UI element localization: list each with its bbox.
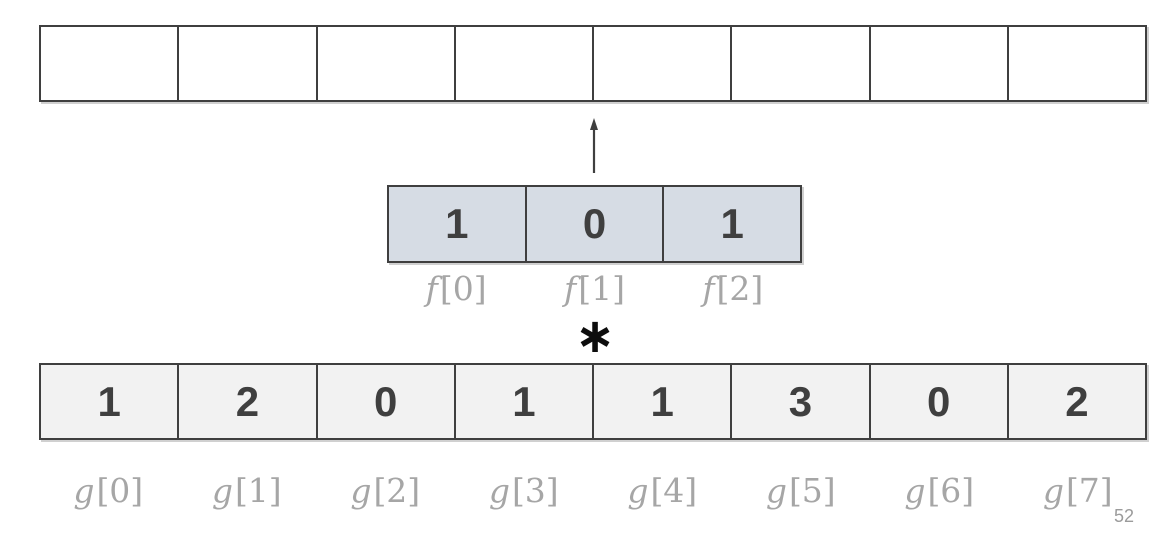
f-index: [1] [578, 269, 625, 308]
g-array: 1 2 0 1 1 3 0 2 [39, 363, 1147, 440]
g-label: g[6] [870, 472, 1009, 510]
g-label: g[0] [39, 472, 178, 510]
g-symbol: g [627, 471, 649, 510]
g-symbol: g [73, 471, 95, 510]
result-cell [594, 25, 733, 102]
g-label: g[3] [455, 472, 594, 510]
up-arrow-icon [590, 118, 598, 173]
g-symbol: g [1042, 471, 1064, 510]
g-cell: 3 [732, 363, 871, 440]
g-index: [6] [927, 471, 975, 510]
g-index: [0] [96, 471, 144, 510]
f-label: f[0] [387, 270, 525, 308]
g-label: g[1] [178, 472, 317, 510]
g-index: [5] [788, 471, 836, 510]
f-labels: f[0] f[1] f[2] [387, 270, 802, 308]
g-index: [7] [1065, 471, 1113, 510]
result-array [39, 25, 1147, 102]
f-cell: 0 [526, 185, 665, 263]
f-index: [2] [716, 269, 764, 308]
g-symbol: g [765, 471, 787, 510]
g-cell: 1 [455, 363, 594, 440]
result-cell [317, 25, 456, 102]
g-cell: 2 [1008, 363, 1147, 440]
f-label: f[1] [525, 270, 663, 308]
g-cell: 0 [870, 363, 1009, 440]
result-cell [39, 25, 180, 102]
g-index: [3] [511, 471, 559, 510]
g-cell: 2 [179, 363, 318, 440]
g-symbol: g [211, 471, 233, 510]
f-index: [0] [439, 269, 487, 308]
result-cell [455, 25, 594, 102]
result-cell [1008, 25, 1147, 102]
g-label: g[2] [316, 472, 455, 510]
g-index: [4] [650, 471, 698, 510]
g-symbol: g [904, 471, 926, 510]
g-labels: g[0] g[1] g[2] g[3] g[4] g[5] g[6] g[7] [39, 472, 1147, 510]
f-symbol: f [425, 269, 438, 308]
g-index: [1] [234, 471, 282, 510]
result-cell [870, 25, 1009, 102]
f-array: 1 0 1 [387, 185, 803, 263]
g-label: g[5] [732, 472, 871, 510]
g-label: g[7] [1009, 472, 1148, 510]
f-cell: 1 [664, 185, 803, 263]
g-label: g[4] [593, 472, 732, 510]
f-symbol: f [702, 269, 715, 308]
g-index: [2] [373, 471, 421, 510]
result-cell [732, 25, 871, 102]
f-symbol: f [564, 269, 577, 308]
page-number: 52 [1114, 506, 1135, 526]
f-cell: 1 [387, 185, 527, 263]
f-label: f[2] [664, 270, 802, 308]
convolution-operator-icon: ∗ [574, 308, 616, 364]
g-symbol: g [488, 471, 510, 510]
g-cell: 1 [594, 363, 733, 440]
result-cell [179, 25, 318, 102]
g-cell: 0 [317, 363, 456, 440]
g-cell: 1 [39, 363, 180, 440]
g-symbol: g [350, 471, 372, 510]
